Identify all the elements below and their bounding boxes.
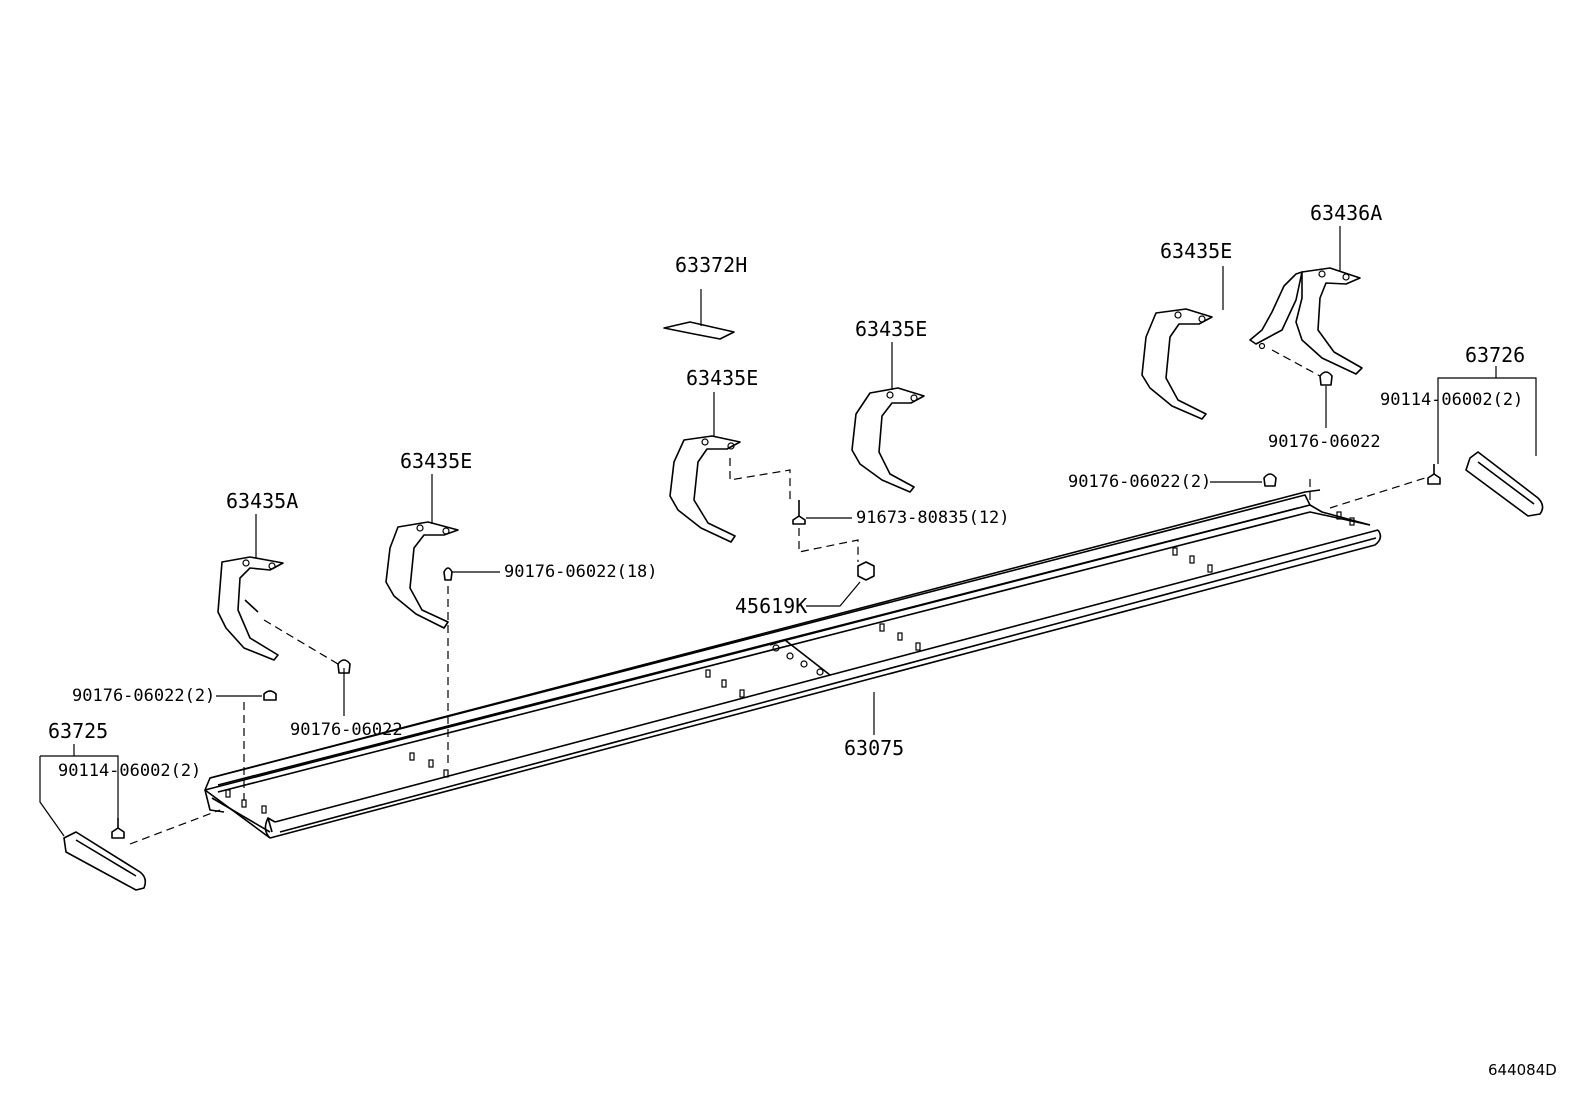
bracket-63435E-4	[1141, 308, 1213, 420]
leader-lines	[39, 226, 1537, 837]
label-63435E-center: 63435E	[686, 366, 758, 390]
label-63435E-left: 63435E	[400, 449, 472, 473]
label-63075: 63075	[844, 736, 904, 760]
label-63726: 63726	[1465, 343, 1525, 367]
running-board-63075	[204, 489, 1382, 839]
end-cover-63726	[1465, 451, 1544, 517]
bracket-63436A	[1249, 267, 1363, 375]
label-63725: 63725	[48, 719, 108, 743]
label-90176-06022-left: 90176-06022	[290, 720, 403, 740]
bracket-63435A	[217, 556, 284, 661]
fastener-icons	[111, 371, 1441, 839]
label-90176-06022-18: 90176-06022(18)	[504, 562, 658, 582]
label-45619K: 45619K	[735, 594, 807, 618]
bracket-63435E-1	[385, 521, 459, 629]
label-90176-06022-left-2: 90176-06022(2)	[72, 686, 215, 706]
label-63435E-right: 63435E	[1160, 239, 1232, 263]
label-90114-06002-left: 90114-06002(2)	[58, 761, 201, 781]
label-90176-06022-right: 90176-06022	[1268, 432, 1381, 452]
label-90114-06002-right: 90114-06002(2)	[1380, 390, 1523, 410]
assembly-lines	[129, 349, 1426, 845]
plate-63372H	[663, 321, 735, 340]
label-90176-06022-right-2: 90176-06022(2)	[1068, 472, 1211, 492]
label-63435E-center-right: 63435E	[855, 317, 927, 341]
bracket-63435E-2	[669, 435, 741, 543]
label-63372H: 63372H	[675, 253, 747, 277]
label-91673-80835: 91673-80835(12)	[856, 508, 1010, 528]
bracket-63435E-3	[851, 387, 925, 493]
end-cover-63725	[63, 831, 147, 891]
label-63435A: 63435A	[226, 489, 298, 513]
label-63436A: 63436A	[1310, 201, 1382, 225]
diagram-reference-id: 644084D	[1488, 1061, 1557, 1079]
